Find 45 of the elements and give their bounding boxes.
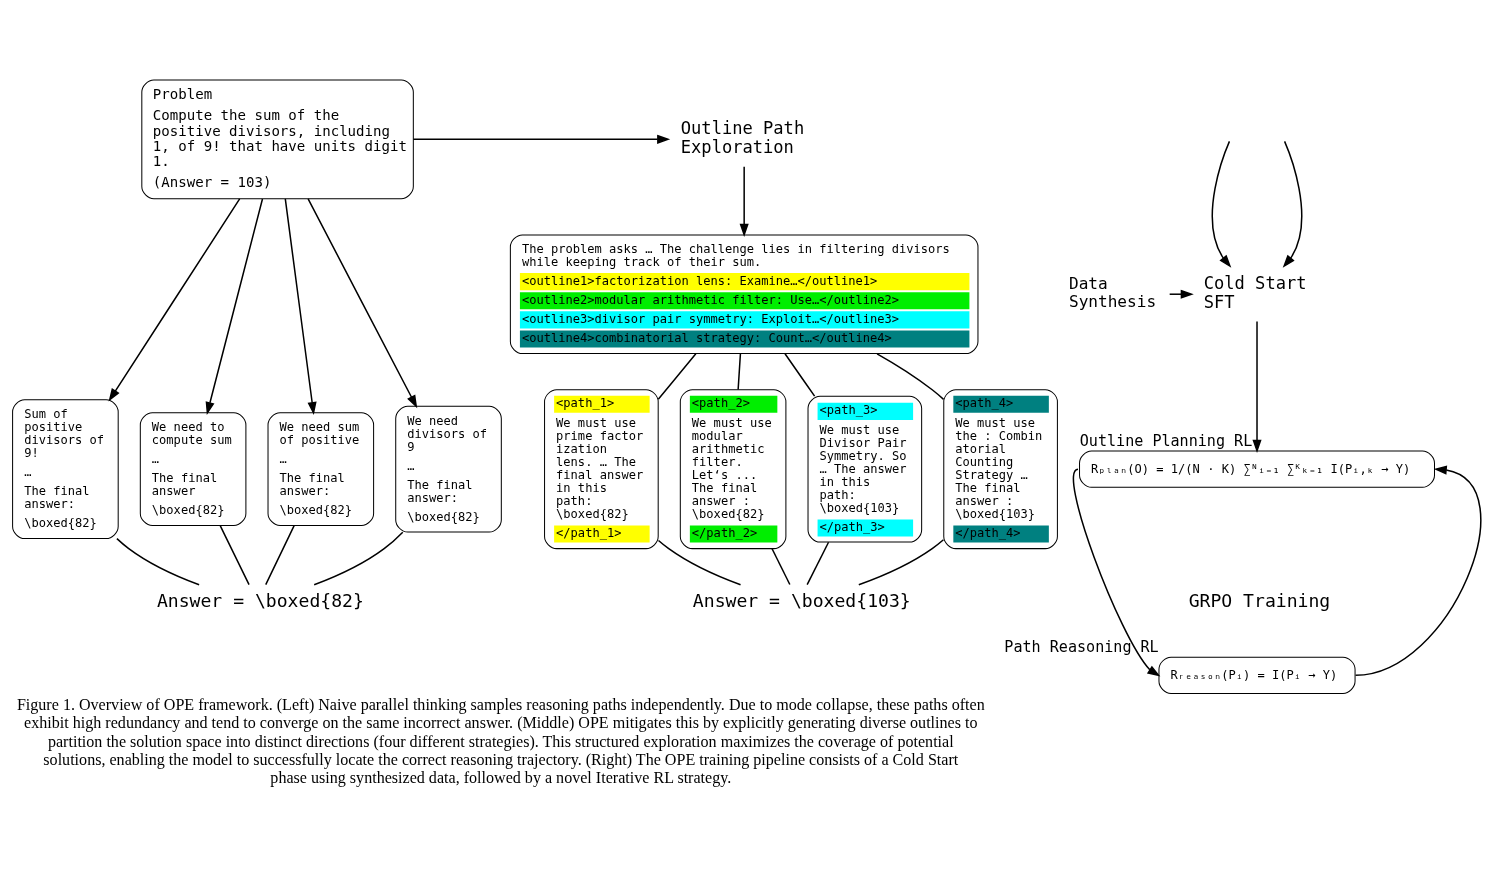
- caption: Figure 1. Overview of OPE framework. (Left) Naive parallel thinking samples reasoning paths independently. Due to mode collapse, these paths often exhibit high redundancy and tend to converge on the same incorrect answer. (Middle) OPE mitigates this by explicitly generating diverse outlines to partition the solution space into distinct directions (four different strategies). This structured exploration maximizes the coverage of potential solutions, enabling the model to successfully locate the correct reasoning trajectory. (Right) The OPE training pipeline consists of a Cold Start phase using synthesized data, followed by a novel Iterative RL strategy.: [16, 695, 985, 786]
- connector: [657, 539, 742, 585]
- arrow: [1211, 140, 1232, 268]
- connector: [737, 352, 742, 390]
- node-box: Rₚₗₐₙ(O) = 1/(N · K) ∑ᴺᵢ₌₁ ∑ᴷₖ₌₁ I(Pᵢ,ₖ → Y): [1079, 450, 1435, 488]
- node-label: Outline Planning RL: [1079, 431, 1253, 450]
- arrow: [739, 165, 749, 237]
- arrow: [284, 197, 317, 415]
- arrow: [1072, 467, 1161, 677]
- node-box: Rᵣₑₐₛₒₙ(Pᵢ) = I(Pᵢ → Y): [1158, 656, 1356, 694]
- arrow: [1354, 465, 1482, 676]
- node-label: Path Reasoning RL: [1004, 637, 1159, 656]
- connector: [784, 352, 816, 397]
- node-text: Data Synthesis: [1068, 273, 1157, 311]
- arrow: [307, 197, 418, 408]
- arrow: [1168, 289, 1194, 299]
- arrow: [412, 134, 671, 144]
- connector: [858, 538, 945, 585]
- arrow: [1252, 320, 1262, 453]
- node-text: Answer = \boxed{103}: [692, 589, 911, 611]
- node-text: Cold Start SFT: [1203, 272, 1307, 312]
- node-box: We need to compute sum … The final answer \boxed{82}: [139, 411, 247, 526]
- connector: [313, 530, 404, 586]
- node-box: <path_1> We must use prime factorization lens. … The final answer in this path: \boxed{82} </path_1>: [544, 388, 659, 549]
- connector: [219, 524, 250, 585]
- node-box: <path_3> We must use Divisor Pair Symmetry. So … The answer in this path: \boxed{103} </path_3>: [807, 395, 923, 543]
- node-box: Sum of positive divisors of 9! … The final answer: \boxed{82}: [12, 398, 119, 539]
- connector: [876, 352, 945, 400]
- node-box: Problem Compute the sum of the positive divisors, including 1, of 9! that have units digit 1. (Answer = 103): [141, 79, 414, 199]
- arrow: [108, 197, 241, 401]
- node-box: We need divisors of 9 … The final answer: \boxed{82}: [395, 405, 502, 533]
- connector: [116, 537, 200, 586]
- node-box: <path_2> We must use modular arithmetic filter. Let‘s ... The final answer : \boxed{82} </path_2>: [679, 388, 787, 549]
- connector: [771, 547, 791, 585]
- arrow: [205, 197, 264, 415]
- connector: [806, 540, 830, 585]
- node-text: GRPO Training: [1188, 589, 1331, 611]
- connector: [657, 352, 697, 400]
- node-box: We need sum of positive … The final answer: \boxed{82}: [267, 411, 375, 526]
- arrow: [1282, 140, 1303, 268]
- node-box: The problem asks … The challenge lies in filtering divisors while keeping track of their sum. <outline1>factorization lens: Examine…</outline1> <outline2>modular arithmetic filter: Use…</outline2> <outline3>divisor pair symmetry: Exploit…</outline3> <outline4>combinatorial strategy: Count…</outline4>: [509, 233, 979, 354]
- connector: [265, 524, 295, 585]
- node-text: Outline Path Exploration: [680, 117, 805, 157]
- node-box: <path_4> We must use the : Combinatorial Counting Strategy … The final answer : \boxed{103} </path_4>: [943, 388, 1058, 549]
- node-text: Answer = \boxed{82}: [156, 589, 364, 611]
